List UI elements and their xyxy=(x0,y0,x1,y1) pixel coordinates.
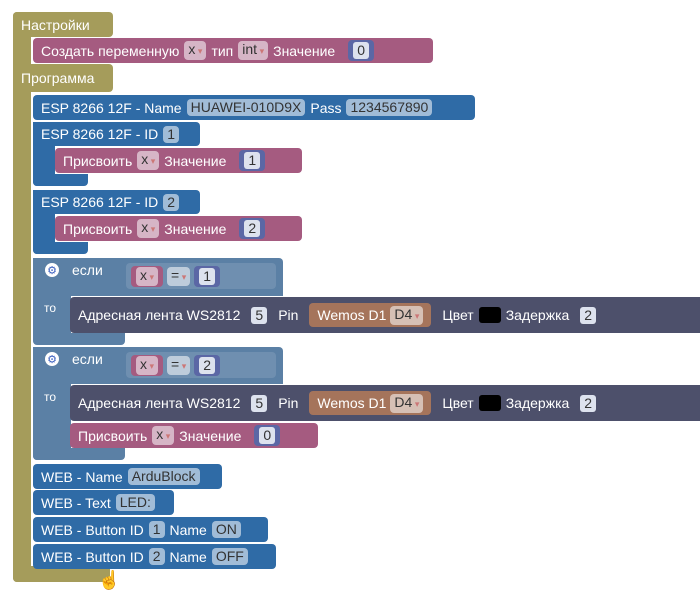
esp-id1-footer xyxy=(33,174,88,186)
var-dropdown[interactable]: x xyxy=(184,41,207,60)
led-count-field[interactable]: 5 xyxy=(251,394,268,412)
setup-loop-block[interactable] xyxy=(13,12,31,582)
type-label: тип xyxy=(211,42,234,59)
assign-block[interactable]: Присвоить x Значение 2 xyxy=(55,216,302,241)
setup-header[interactable]: Настройки xyxy=(13,12,113,37)
var-dropdown[interactable]: x xyxy=(152,426,175,445)
strip-label: Адресная лента WS2812 xyxy=(78,307,241,323)
name-label: Name xyxy=(169,548,207,565)
value-label: Значение xyxy=(273,42,336,59)
compare-block[interactable]: x = 1 xyxy=(126,263,276,289)
operator-dropdown[interactable]: = xyxy=(167,355,191,375)
var-dropdown[interactable]: x xyxy=(137,219,160,238)
program-label: Программа xyxy=(21,70,95,86)
value-field[interactable]: 1 xyxy=(199,267,216,285)
if-label: если xyxy=(72,262,103,278)
color-label: Цвет xyxy=(442,395,474,411)
setup-label: Настройки xyxy=(21,16,90,33)
value-field[interactable]: 2 xyxy=(199,356,216,374)
value-field[interactable]: 2 xyxy=(244,220,261,237)
delay-field[interactable]: 2 xyxy=(580,394,597,412)
value-label: Значение xyxy=(179,427,242,444)
loop-footer xyxy=(13,566,110,582)
value-label: Значение xyxy=(164,152,227,169)
esp-id-label: ESP 8266 12F - ID xyxy=(41,194,159,210)
button-id-field[interactable]: 2 xyxy=(148,548,165,565)
value-field[interactable]: 0 xyxy=(353,42,369,59)
web-button2-block[interactable]: WEB - Button ID 2 Name OFF xyxy=(33,544,276,569)
esp-id-field[interactable]: 2 xyxy=(163,193,180,211)
assign-block[interactable]: Присвоить x Значение 0 xyxy=(70,423,318,448)
web-text-block[interactable]: WEB - Text LED: xyxy=(33,490,174,515)
web-name-block[interactable]: WEB - Name ArduBlock xyxy=(33,464,222,489)
strip-label: Адресная лента WS2812 xyxy=(78,395,241,411)
color-label: Цвет xyxy=(442,307,474,323)
wifi-pass-field[interactable]: 1234567890 xyxy=(346,99,433,116)
name-label: Name xyxy=(169,521,207,538)
program-header[interactable]: Программа xyxy=(13,64,113,92)
pin-label: Pin xyxy=(278,307,299,323)
board-label: Wemos D1 xyxy=(317,395,387,411)
value-label: Значение xyxy=(164,220,227,237)
web-button-label: WEB - Button ID xyxy=(41,521,144,538)
gear-icon[interactable]: ⚙ xyxy=(45,352,59,366)
web-button1-block[interactable]: WEB - Button ID 1 Name ON xyxy=(33,517,268,542)
compare-block[interactable]: x = 2 xyxy=(126,352,276,378)
color-swatch[interactable] xyxy=(478,395,501,411)
button-name-field[interactable]: ON xyxy=(211,521,241,538)
then-label: то xyxy=(44,390,57,404)
esp-id1-block[interactable]: ESP 8266 12F - ID 1 xyxy=(33,122,200,146)
value-field[interactable]: 0 xyxy=(259,427,276,444)
hand-cursor-icon: ☝ xyxy=(98,570,121,590)
button-id-field[interactable]: 1 xyxy=(148,521,165,538)
pin-dropdown[interactable]: D4 xyxy=(390,393,424,413)
web-text-field[interactable]: LED: xyxy=(115,494,155,511)
if-label: если xyxy=(72,351,103,367)
color-swatch[interactable] xyxy=(478,307,501,323)
var-dropdown[interactable]: x xyxy=(136,355,159,375)
operator-dropdown[interactable]: = xyxy=(167,266,191,286)
esp-id2-footer xyxy=(33,242,88,254)
delay-label: Задержка xyxy=(505,307,570,323)
pin-label: Pin xyxy=(278,395,299,411)
board-label: Wemos D1 xyxy=(317,307,387,323)
pass-label: Pass xyxy=(310,99,342,116)
assign-label: Присвоить xyxy=(78,427,148,444)
esp-id-label: ESP 8266 12F - ID xyxy=(41,126,159,142)
delay-label: Задержка xyxy=(505,395,570,411)
web-text-label: WEB - Text xyxy=(41,494,111,511)
if2-footer xyxy=(33,448,125,460)
var-dropdown[interactable]: x xyxy=(136,266,159,286)
esp-name-label: ESP 8266 12F - Name xyxy=(41,99,182,116)
delay-field[interactable]: 2 xyxy=(580,306,597,324)
create-var-label: Создать переменную xyxy=(41,42,180,59)
create-variable-block[interactable]: Создать переменную x тип int Значение 0 xyxy=(33,38,433,63)
esp-id2-block[interactable]: ESP 8266 12F - ID 2 xyxy=(33,190,200,214)
button-name-field[interactable]: OFF xyxy=(211,548,248,565)
value-field[interactable]: 1 xyxy=(244,152,261,169)
var-dropdown[interactable]: x xyxy=(137,151,160,170)
assign-label: Присвоить xyxy=(63,220,133,237)
wifi-name-field[interactable]: HUAWEI-010D9X xyxy=(186,99,306,116)
led-count-field[interactable]: 5 xyxy=(251,306,268,324)
pin-dropdown[interactable]: D4 xyxy=(390,305,424,325)
esp-id-field[interactable]: 1 xyxy=(163,125,180,143)
web-name-label: WEB - Name xyxy=(41,468,123,485)
web-button-label: WEB - Button ID xyxy=(41,548,144,565)
assign-label: Присвоить xyxy=(63,152,133,169)
type-dropdown[interactable]: int xyxy=(238,41,269,60)
then-label: то xyxy=(44,301,57,315)
web-name-field[interactable]: ArduBlock xyxy=(127,468,200,485)
esp-name-block[interactable]: ESP 8266 12F - Name HUAWEI-010D9X Pass 1… xyxy=(33,95,475,120)
if1-footer xyxy=(33,333,125,345)
gear-icon[interactable]: ⚙ xyxy=(45,263,59,277)
assign-block[interactable]: Присвоить x Значение 1 xyxy=(55,148,302,173)
